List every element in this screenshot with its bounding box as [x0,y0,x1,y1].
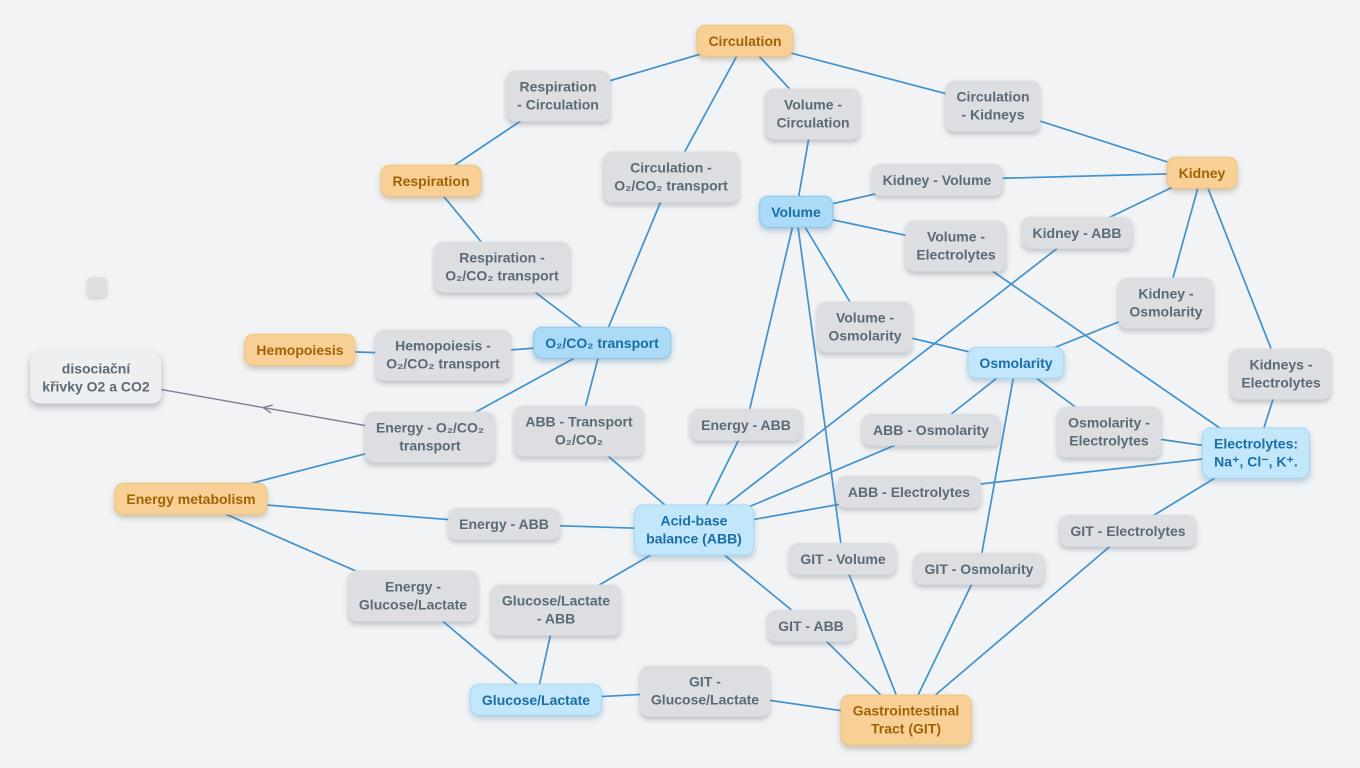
node-volume[interactable]: Volume [759,195,833,229]
relation-node-energy-abb-upper[interactable]: Energy - ABB [690,408,802,442]
relation-node-abb-electrolytes[interactable]: ABB - Electrolytes [836,475,982,509]
node-glucose-lactate[interactable]: Glucose/Lactate [469,683,603,717]
node-energy-metabolism[interactable]: Energy metabolism [114,482,268,516]
node-hemopoiesis[interactable]: Hemopoiesis [244,333,356,367]
relation-node-respiration-circulation[interactable]: Respiration - Circulation [506,70,610,122]
relation-node-kidneys-electrolytes[interactable]: Kidneys - Electrolytes [1230,348,1332,400]
relation-node-glucose-abb[interactable]: Glucose/Lactate - ABB [490,584,622,636]
node-empty-node[interactable] [87,277,107,297]
node-kidney[interactable]: Kidney [1166,156,1238,190]
edge-git--rel-git-volume [842,558,907,721]
edge-rel-git-volume--volume [795,211,844,560]
relation-node-volume-osmolarity[interactable]: Volume - Osmolarity [817,301,913,353]
relation-node-hemopoiesis-o2co2[interactable]: Hemopoiesis - O₂/CO₂ transport [375,329,511,381]
relation-node-git-volume[interactable]: GIT - Volume [789,542,897,576]
relation-node-git-electrolytes[interactable]: GIT - Electrolytes [1059,514,1197,548]
edge-rel-circulation-o2co2--o2co2-transport [601,176,672,344]
node-osmolarity[interactable]: Osmolarity [967,346,1065,380]
relation-node-abb-o2co2[interactable]: ABB - Transport O₂/CO₂ [514,405,644,457]
relation-node-kidney-abb[interactable]: Kidney - ABB [1021,216,1133,250]
edge-kidney--rel-kidneys-electrolytes [1201,172,1282,375]
relation-node-git-abb[interactable]: GIT - ABB [767,609,855,643]
relation-node-git-glucose[interactable]: GIT - Glucose/Lactate [639,665,771,717]
annotation-arrowhead [262,404,273,409]
edge-git--rel-git-electrolytes [905,530,1129,721]
edge-rel-git-osmolarity--osmolarity [978,362,1017,570]
annotation-arrowhead [262,406,272,414]
relation-node-energy-glucose[interactable]: Energy - Glucose/Lactate [347,570,479,622]
relation-node-osmolarity-electrolytes[interactable]: Osmolarity - Electrolytes [1057,406,1161,458]
node-abb[interactable]: Acid-base balance (ABB) [634,504,754,556]
relation-node-kidney-volume[interactable]: Kidney - Volume [871,163,1003,197]
node-electrolytes[interactable]: Electrolytes: Na⁺, Cl⁻, K⁺. [1201,427,1311,479]
relation-node-energy-abb[interactable]: Energy - ABB [448,507,560,541]
node-circulation[interactable]: Circulation [696,24,794,58]
node-git[interactable]: Gastrointestinal Tract (GIT) [840,694,972,746]
relation-node-circulation-o2co2[interactable]: Circulation - O₂/CO₂ transport [603,151,739,203]
relation-node-respiration-o2co2[interactable]: Respiration - O₂/CO₂ transport [434,241,570,293]
relation-node-abb-osmolarity[interactable]: ABB - Osmolarity [862,413,1000,447]
relation-node-volume-electrolytes[interactable]: Volume - Electrolytes [905,220,1007,272]
node-o2co2-transport[interactable]: O₂/CO₂ transport [533,326,671,360]
relation-node-circulation-kidneys[interactable]: Circulation - Kidneys [945,80,1041,132]
relation-node-volume-circulation[interactable]: Volume - Circulation [765,88,861,140]
edge-rel-kidney-abb--abb [693,232,1078,531]
node-dissociation-note[interactable]: disociační křivky O2 a CO2 [30,352,162,404]
node-respiration[interactable]: Respiration [380,164,482,198]
relation-node-energy-o2co2[interactable]: Energy - O₂/CO₂ transport [364,411,496,463]
edge-rel-volume-electrolytes--electrolytes [955,245,1257,454]
relation-node-kidney-osmolarity[interactable]: Kidney - Osmolarity [1118,277,1214,329]
edge-volume--rel-energy-abb-upper [745,211,797,426]
relation-node-git-osmolarity[interactable]: GIT - Osmolarity [913,552,1045,586]
